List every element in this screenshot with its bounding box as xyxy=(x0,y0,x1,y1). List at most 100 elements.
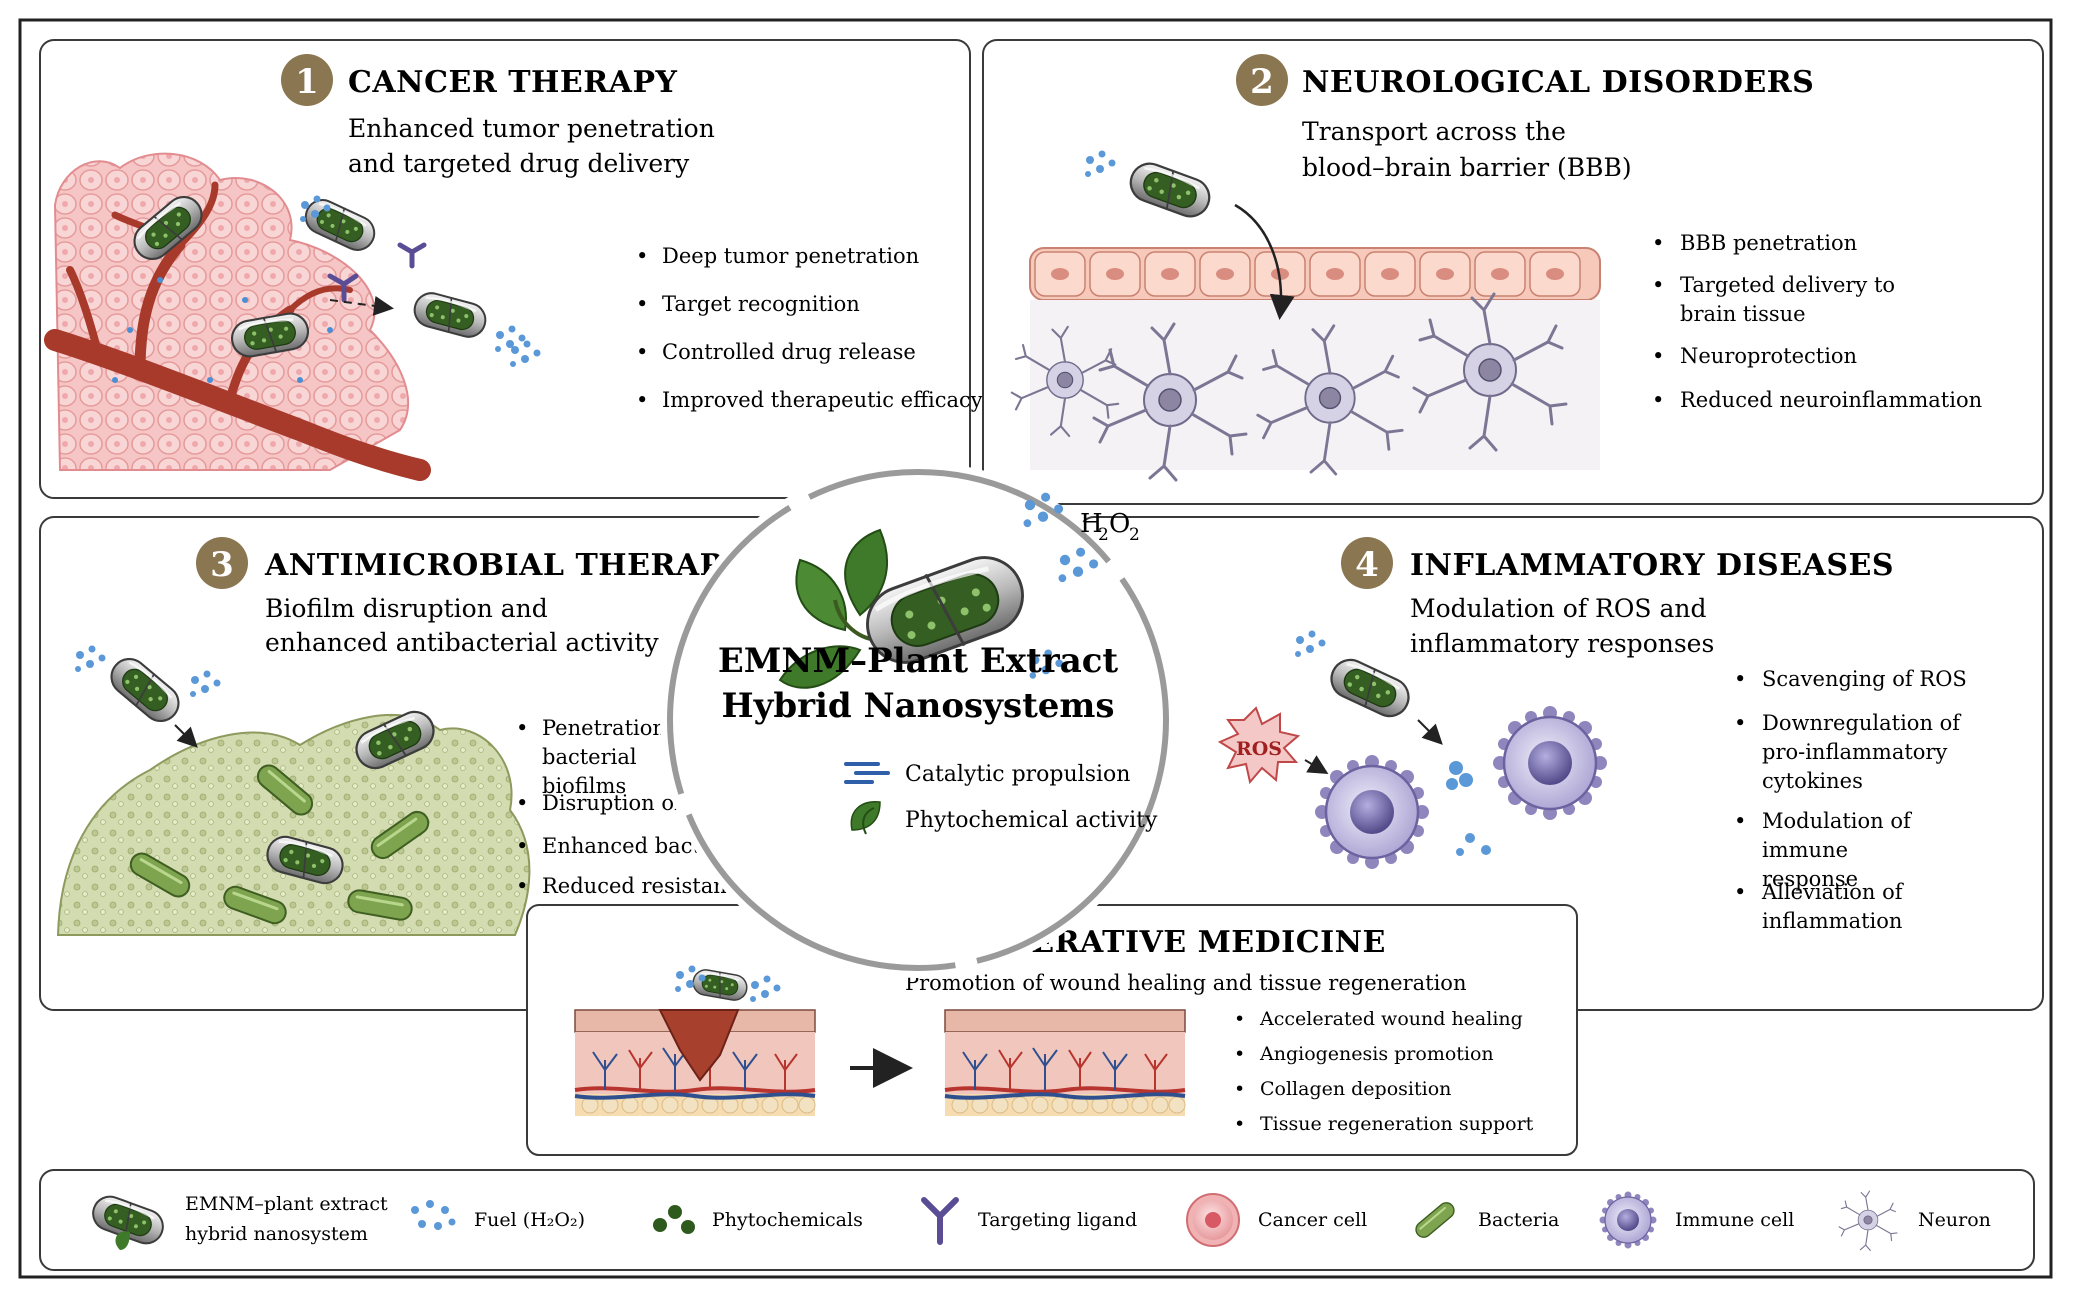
targeting-ligand-icon xyxy=(327,273,359,303)
center-ring xyxy=(667,469,1169,971)
panel-subtitle-line: enhanced antibacterial activity xyxy=(265,628,659,657)
panel-subtitle-line: Biofilm disruption and xyxy=(265,594,548,623)
delivery-arrow xyxy=(329,295,394,316)
legend-label: Fuel (H₂O₂) xyxy=(474,1209,585,1231)
panel-subtitle-line: Transport across the xyxy=(1302,117,1566,146)
bullet-marker: • xyxy=(1652,231,1664,255)
ros-arrow xyxy=(1304,755,1329,775)
leaf-icon xyxy=(778,528,888,689)
panel-subtitle-line: Promotion of wound healing and tissue re… xyxy=(905,971,1466,995)
bullet-marker: • xyxy=(1734,711,1746,735)
panel-title: NEUROLOGICAL DISORDERS xyxy=(1302,65,1814,100)
panel-subtitle-line: and targeted drug delivery xyxy=(348,149,690,178)
bullet-item: Tissue regeneration support xyxy=(1260,1113,1534,1135)
delivery-arrow xyxy=(1417,719,1443,745)
legend: EMNM–plant extract hybrid nanosystem Fue… xyxy=(39,1169,2035,1271)
wound xyxy=(658,1009,740,1082)
panel-inflammatory-diseases: ROS 4 INFLAMMATORY DISEASES Modulation o… xyxy=(1079,516,2044,1011)
bullet-marker: • xyxy=(636,388,648,412)
bullet-item: Controlled drug release xyxy=(662,340,916,364)
bullet-item: Neuroprotection xyxy=(1680,344,1857,368)
panel-number: 3 xyxy=(210,545,234,585)
targeting-ligand-icon xyxy=(397,242,427,269)
bullet-marker: • xyxy=(636,244,648,268)
legend-label: Phytochemicals xyxy=(712,1209,863,1231)
fuel-dots-icon xyxy=(411,1200,456,1230)
bullet-marker: • xyxy=(516,716,528,740)
center-title-line: EMNM–Plant Extract xyxy=(718,641,1119,681)
bullet-marker: • xyxy=(516,834,528,858)
panel-number: 2 xyxy=(1250,62,1274,102)
panel-title: CANCER THERAPY xyxy=(348,65,677,100)
bullet-marker: • xyxy=(1734,809,1746,833)
ros-burst: ROS xyxy=(1217,706,1301,785)
bullet-marker: • xyxy=(516,874,528,898)
panel-number: 1 xyxy=(295,62,319,102)
panel-regenerative-medicine: 5 REGENERATIVE MEDICINE Promotion of wou… xyxy=(526,904,1578,1156)
legend-label: Neuron xyxy=(1918,1209,1991,1231)
bullet-marker: • xyxy=(1734,667,1746,691)
bullet-item: Accelerated wound healing xyxy=(1259,1008,1523,1030)
panel-cancer-therapy: 1 CANCER THERAPY Enhanced tumor penetrat… xyxy=(39,39,983,499)
bullet-item: Reduced neuroinflammation xyxy=(1680,388,1982,412)
bullet-marker: • xyxy=(516,791,528,815)
bullet-marker: • xyxy=(1652,344,1664,368)
bullet-item: Improved therapeutic efficacy xyxy=(662,388,983,412)
bullet-marker: • xyxy=(1652,388,1664,412)
panel-title: ANTIMICROBIAL THERAPY xyxy=(264,548,745,583)
panel-title: INFLAMMATORY DISEASES xyxy=(1410,548,1894,583)
center-hub: H 2 O 2 EMNM–Plant Extract Hybrid Nanosy… xyxy=(660,462,1176,978)
panel-subtitle-line: Enhanced tumor penetration xyxy=(348,114,715,143)
immune-cell-icon xyxy=(1313,753,1431,871)
bullet-marker: • xyxy=(1652,273,1664,297)
bullet-item: Angiogenesis promotion xyxy=(1259,1043,1494,1065)
legend-label: EMNM–plant extract xyxy=(185,1193,388,1215)
legend-label: Bacteria xyxy=(1478,1209,1559,1231)
formula-part: H xyxy=(1080,509,1103,539)
legend-label: hybrid nanosystem xyxy=(185,1223,368,1245)
bullet-item: Scavenging of ROS xyxy=(1762,667,1967,691)
panel-subtitle-line: Modulation of ROS and xyxy=(1410,594,1706,623)
bullet-marker: • xyxy=(1234,1078,1245,1100)
bullet-marker: • xyxy=(636,340,648,364)
panel-number: 4 xyxy=(1355,545,1379,585)
bullet-marker: • xyxy=(1234,1113,1245,1135)
fuel-formula-label: H 2 O 2 xyxy=(1080,509,1140,545)
panel-number-badge xyxy=(1236,54,1288,106)
healed-skin-illustration xyxy=(943,1008,1187,1118)
legend-label: Cancer cell xyxy=(1258,1209,1367,1231)
propulsion-icon xyxy=(844,762,890,784)
formula-part: 2 xyxy=(1098,525,1109,545)
bullet-item: Target recognition xyxy=(662,292,860,316)
bullet-marker: • xyxy=(1734,880,1746,904)
bullet-marker: • xyxy=(1234,1008,1245,1030)
bullet-item: Deep tumor penetration xyxy=(662,244,919,268)
panel-bullet-list: • Deep tumor penetration • Target recognit… xyxy=(636,244,983,412)
center-feature: Phytochemical activity xyxy=(905,808,1158,833)
bullet-marker: • xyxy=(636,292,648,316)
outer-frame xyxy=(18,18,2053,1279)
center-title-line: Hybrid Nanosystems xyxy=(721,686,1114,726)
panel-subtitle-line: blood–brain barrier (BBB) xyxy=(1302,153,1632,182)
bullet-marker: • xyxy=(1234,1043,1245,1065)
immune-cell-icon xyxy=(1598,1190,1658,1250)
center-feature: Catalytic propulsion xyxy=(905,762,1130,787)
legend-label: Immune cell xyxy=(1675,1209,1794,1231)
panel-number-badge xyxy=(196,537,248,589)
panel-neurological-disorders: 2 NEUROLOGICAL DISORDERS Transport acros… xyxy=(982,39,2044,505)
immune-cell-icon xyxy=(1491,704,1609,822)
panel-subtitle-line: inflammatory responses xyxy=(1410,629,1714,658)
bullet-item: BBB penetration xyxy=(1680,231,1857,255)
targeting-ligand-icon xyxy=(921,1197,959,1245)
phytochemicals-icon xyxy=(653,1205,695,1234)
penetration-arrow xyxy=(174,724,198,748)
transport-arrow xyxy=(1234,203,1295,320)
ros-label: ROS xyxy=(1236,738,1282,760)
